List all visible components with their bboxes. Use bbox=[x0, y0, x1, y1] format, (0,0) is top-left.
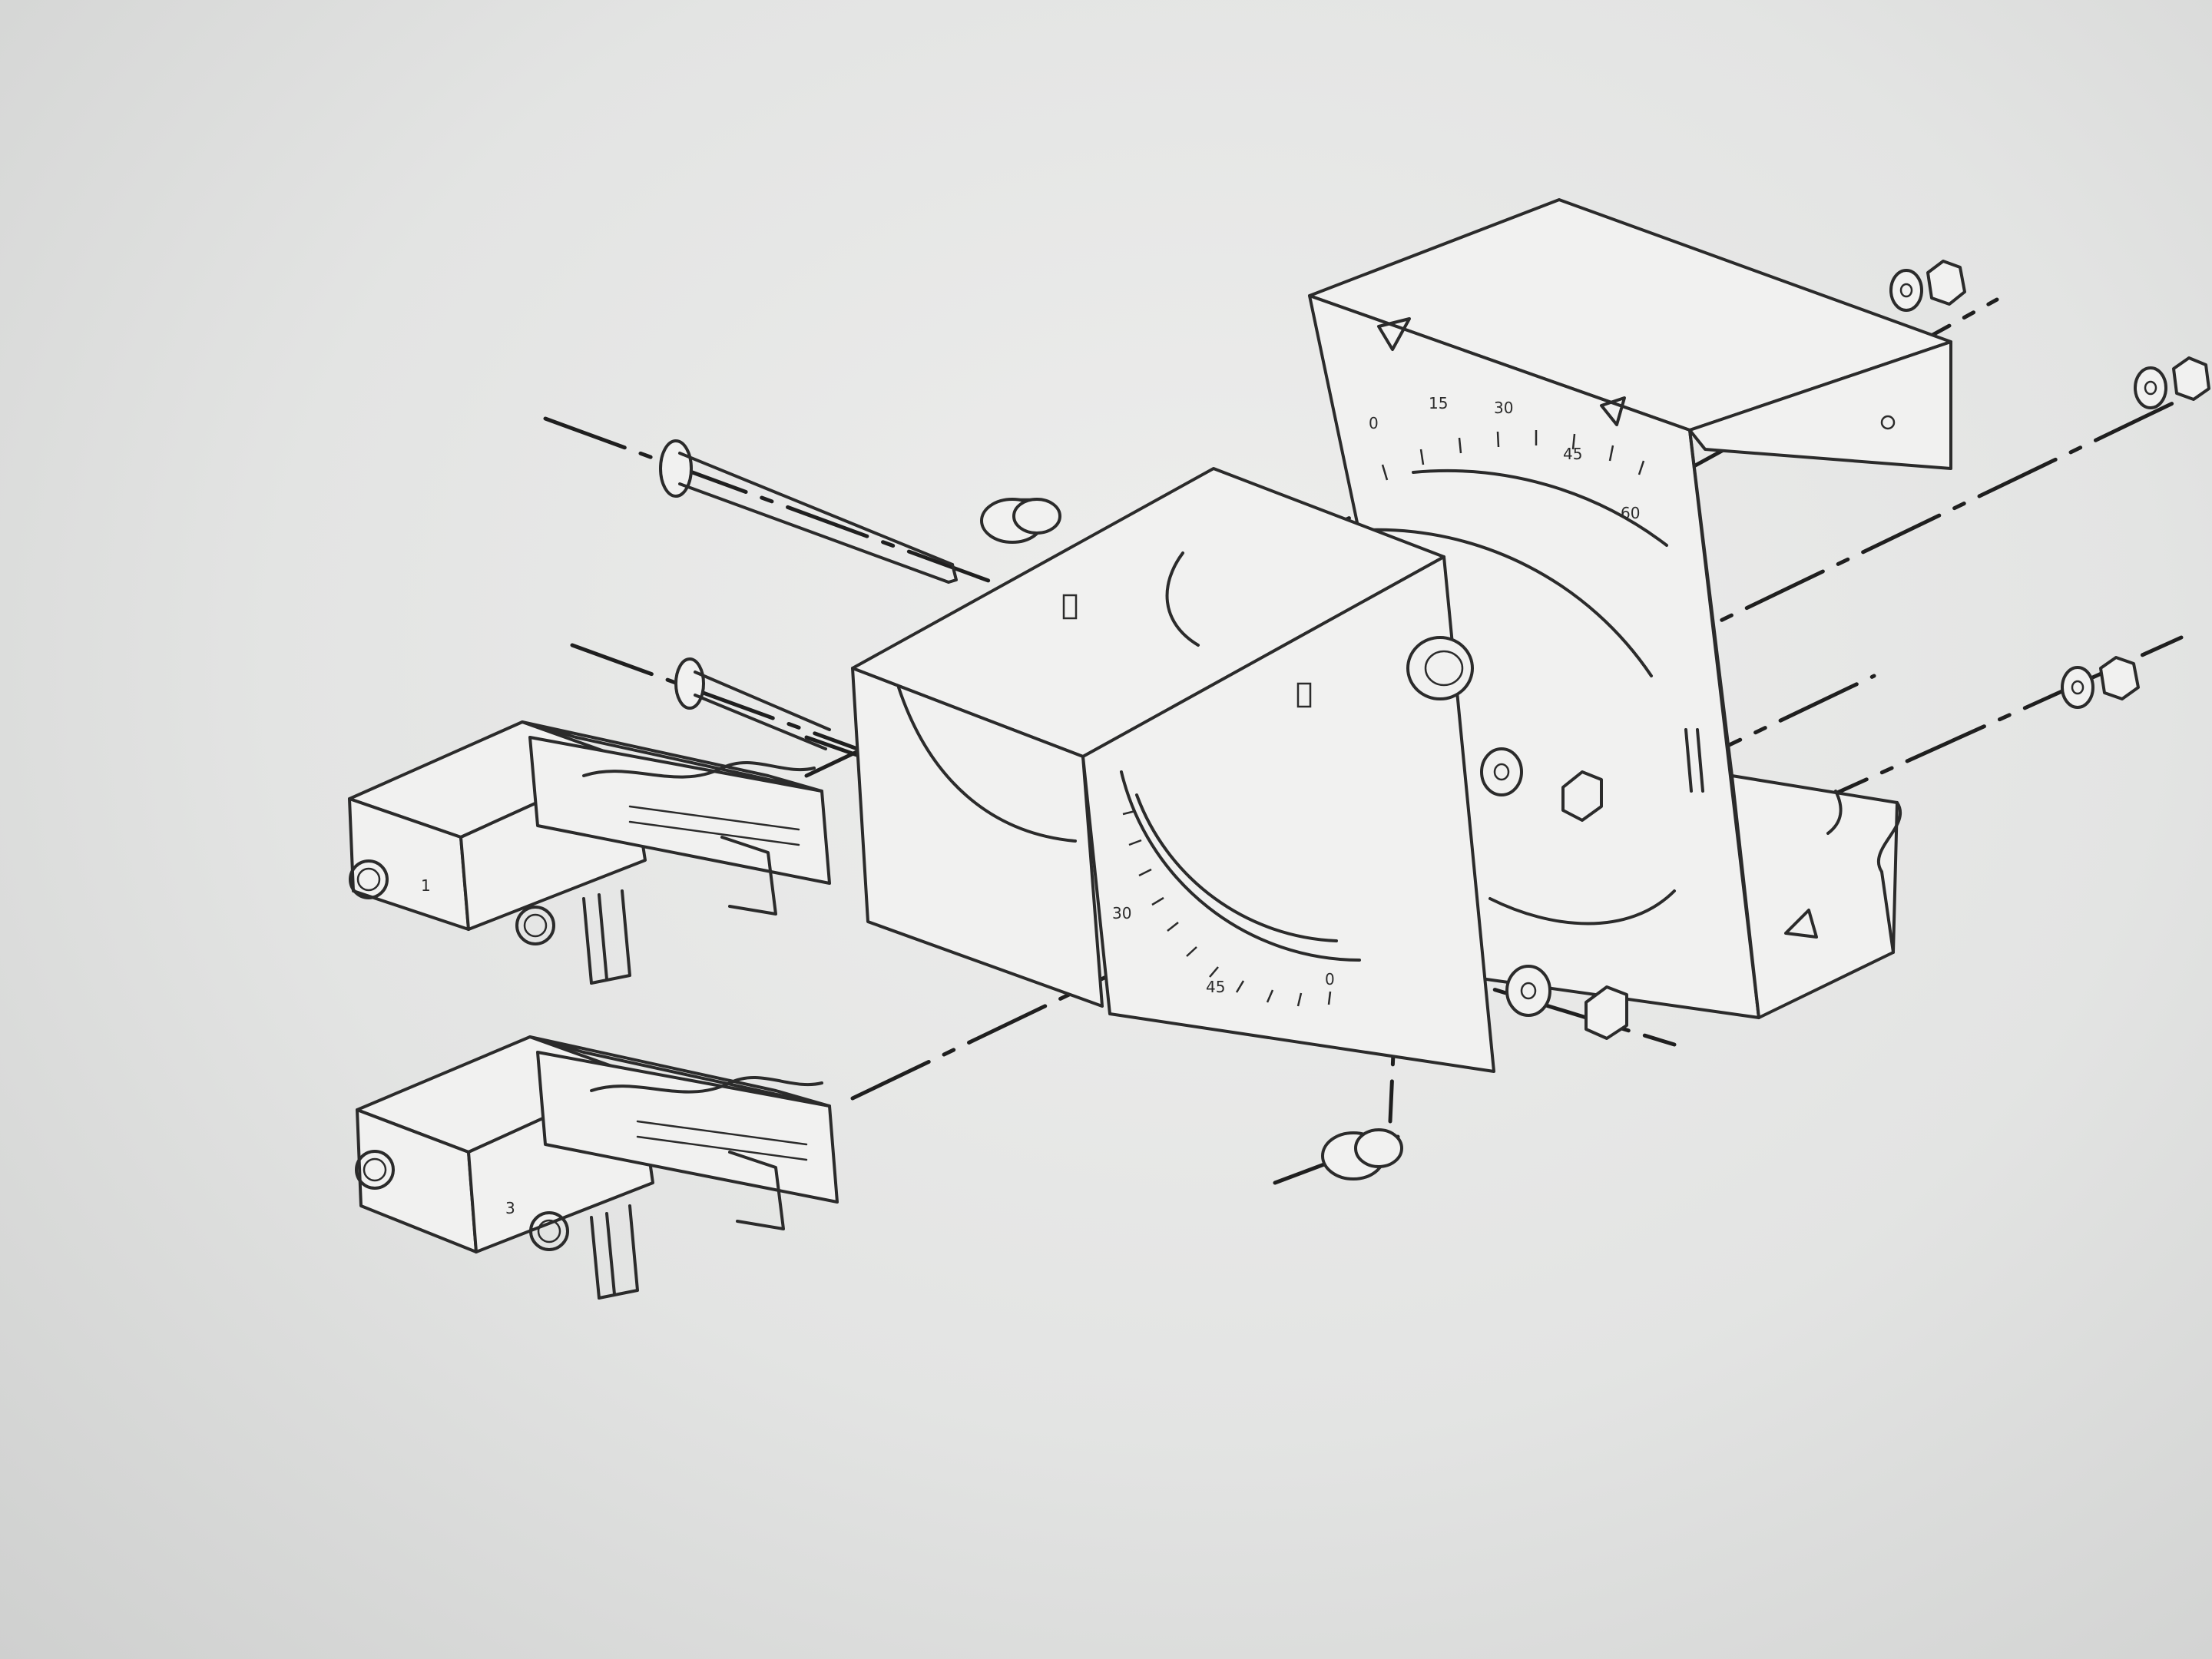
upper-pin bbox=[659, 439, 958, 584]
upper-clamp-bolt-right-icon bbox=[515, 906, 555, 945]
front-dial-label-1: 45 bbox=[1206, 978, 1225, 996]
rear-dial-label-0: 0 bbox=[1369, 414, 1379, 432]
rear-housing: 0 15 30 45 60 bbox=[1308, 198, 1952, 1019]
lower-clamp bbox=[356, 1035, 839, 1300]
lower-clamp-label: 3 bbox=[505, 1199, 515, 1217]
center-nut-icon bbox=[1406, 636, 1474, 700]
front-dial-label-0: 30 bbox=[1112, 904, 1131, 922]
upper-clamp-label: 1 bbox=[421, 876, 431, 895]
bottom-knob-icon bbox=[1321, 1128, 1403, 1181]
upper-clamp-bolt-left-icon bbox=[349, 859, 389, 899]
top-knob-icon bbox=[980, 498, 1061, 544]
lower-clamp-bolt-left-icon bbox=[355, 1150, 395, 1190]
fastener-washer-icon bbox=[1480, 260, 2210, 1040]
rear-dial-label-3: 45 bbox=[1563, 445, 1582, 463]
lower-clamp-bolt-right-icon bbox=[529, 1211, 569, 1251]
front-dial-label-2: 0 bbox=[1325, 970, 1335, 988]
middle-pin bbox=[674, 657, 831, 750]
rear-dial-label-1: 15 bbox=[1429, 394, 1448, 412]
front-bracket: 30 45 0 bbox=[851, 467, 1495, 1073]
upper-clamp bbox=[348, 720, 831, 985]
rear-dial-label-2: 30 bbox=[1494, 399, 1513, 417]
rear-dial-label-4: 60 bbox=[1621, 504, 1640, 522]
